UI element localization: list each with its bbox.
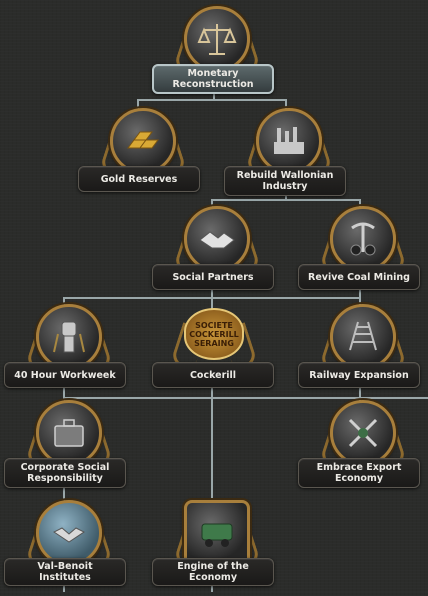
focus-label: Rebuild Wallonian Industry xyxy=(224,166,346,196)
cockerill-badge: SOCIETE COCKERILL SERAING xyxy=(184,308,244,360)
focus-monetary-reconstruction[interactable]: Monetary Reconstruction xyxy=(152,6,276,102)
raised-fist-icon xyxy=(36,304,102,370)
cockerill-badge-icon: SOCIETE COCKERILL SERAING xyxy=(184,304,244,364)
pickaxe-icon xyxy=(330,206,396,272)
focus-label: Gold Reserves xyxy=(78,166,200,192)
focus-label: Revive Coal Mining xyxy=(298,264,420,290)
focus-engine-of-the-economy[interactable]: Engine of the Economy xyxy=(152,500,276,596)
focus-label: Railway Expansion xyxy=(298,362,420,388)
focus-label: Social Partners xyxy=(152,264,274,290)
focus-corporate-social-responsibility[interactable]: Corporate Social Responsibility xyxy=(4,400,128,496)
focus-label: Embrace Export Economy xyxy=(298,458,420,488)
crossed-tools-icon xyxy=(330,400,396,466)
focus-val-benoit-institutes[interactable]: Val-Benoit Institutes xyxy=(4,500,128,596)
focus-40-hour-workweek[interactable]: 40 Hour Workweek xyxy=(4,304,128,400)
focus-rebuild-wallonian-industry[interactable]: Rebuild Wallonian Industry xyxy=(224,108,348,204)
focus-label: Engine of the Economy xyxy=(152,558,274,586)
focus-label: Val-Benoit Institutes xyxy=(4,558,126,586)
focus-social-partners[interactable]: Social Partners xyxy=(152,206,276,302)
handshake-icon xyxy=(184,206,250,272)
focus-gold-reserves[interactable]: Gold Reserves xyxy=(78,108,202,204)
focus-revive-coal-mining[interactable]: Revive Coal Mining xyxy=(298,206,422,302)
railway-icon xyxy=(330,304,396,370)
focus-railway-expansion[interactable]: Railway Expansion xyxy=(298,304,422,400)
focus-cockerill[interactable]: SOCIETE COCKERILL SERAING Cockerill xyxy=(152,304,276,400)
focus-label: Monetary Reconstruction xyxy=(152,64,274,94)
focus-embrace-export-economy[interactable]: Embrace Export Economy xyxy=(298,400,422,496)
focus-label: Cockerill xyxy=(152,362,274,388)
factory-icon xyxy=(256,108,322,174)
focus-label: Corporate Social Responsibility xyxy=(4,458,126,488)
scales-icon xyxy=(184,6,250,72)
briefcase-icon xyxy=(36,400,102,466)
institute-icon xyxy=(36,500,102,566)
gold-bars-icon xyxy=(110,108,176,174)
focus-label: 40 Hour Workweek xyxy=(4,362,126,388)
locomotive-icon xyxy=(184,500,250,566)
